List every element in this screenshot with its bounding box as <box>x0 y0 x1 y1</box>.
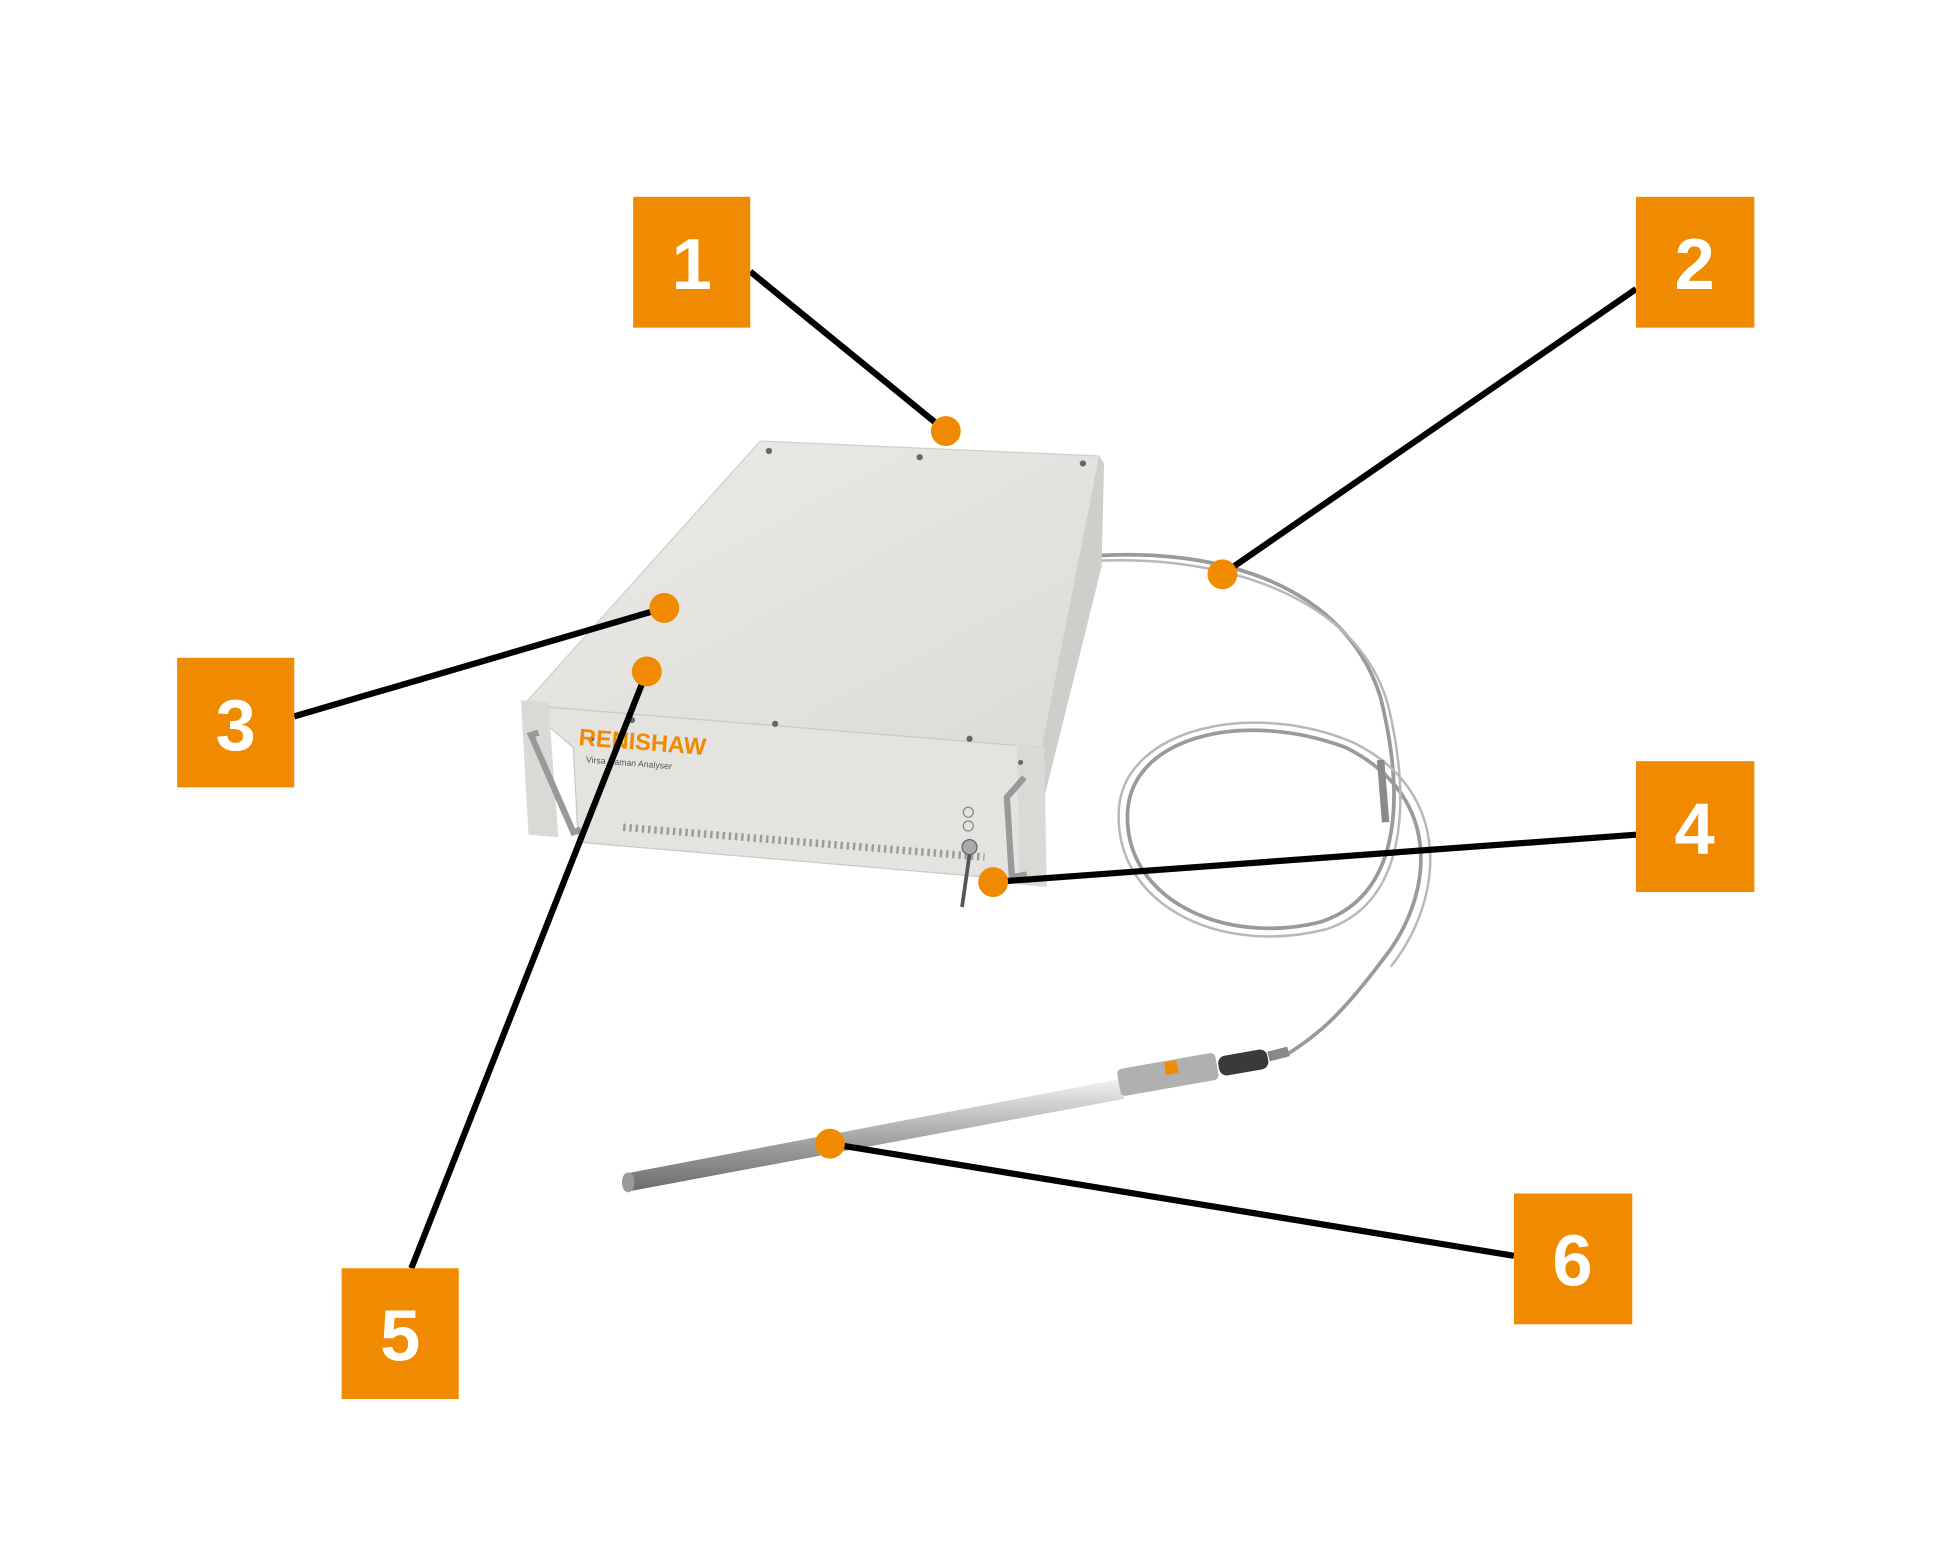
leader-lines <box>293 269 1638 1270</box>
marker-dot-2 <box>1207 559 1238 590</box>
callout-6: 6 <box>1513 1193 1633 1325</box>
leader-line-2 <box>1220 286 1638 577</box>
fibre-cable <box>1096 552 1432 1059</box>
probe <box>621 1046 1290 1193</box>
callout-5: 5 <box>341 1268 459 1400</box>
callout-number: 5 <box>380 1296 420 1376</box>
leader-line-5 <box>408 670 650 1270</box>
leader-line-1 <box>748 269 948 434</box>
leader-line-4 <box>992 831 1637 886</box>
marker-dot-6 <box>815 1128 845 1159</box>
analyser-enclosure: RENISHAW Virsa Raman Analyser <box>521 440 1105 908</box>
marker-dot-3 <box>649 593 680 623</box>
callout-number: 2 <box>1674 225 1714 305</box>
leader-line-3 <box>293 604 666 720</box>
callout-3: 3 <box>177 657 295 788</box>
callout-number: 4 <box>1674 789 1714 869</box>
marker-dot-4 <box>978 867 1009 897</box>
callout-1: 1 <box>633 196 751 328</box>
callout-number: 6 <box>1552 1222 1592 1302</box>
callout-number: 1 <box>672 225 712 305</box>
marker-dots <box>631 416 1238 1159</box>
marker-dot-5 <box>631 656 662 687</box>
callout-4: 4 <box>1636 761 1755 893</box>
marker-dot-1 <box>930 416 961 447</box>
callout-2: 2 <box>1636 196 1755 328</box>
callout-number: 3 <box>216 686 256 766</box>
leader-line-6 <box>829 1140 1515 1259</box>
